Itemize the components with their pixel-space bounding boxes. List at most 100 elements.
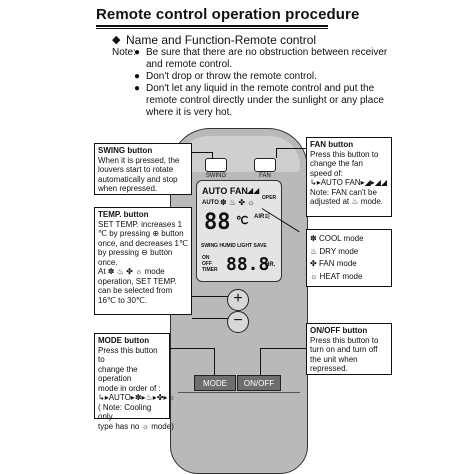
temp-callout-line: button [161,229,184,238]
fan-callout-line: change the fan [310,159,363,168]
temp-up-button[interactable]: + [227,289,249,311]
note-3-line-1: Don't let any liquid in the remote contr… [146,83,375,94]
mode-leader-line [170,348,214,349]
cool-mode-icon: ✽ [310,234,317,243]
mode-callout-title: MODE button [98,336,150,345]
onoff-callout-line: turn on and turn off [310,345,378,354]
note-1-line-1: Be sure that there are no obstruction be… [146,47,388,58]
mode-note-line: type has no [98,421,140,431]
bullet-icon: ● [134,47,141,58]
remote-top-panel [178,136,300,172]
temp-leader-line-up [192,296,228,297]
fan-leader-line [276,148,306,149]
fan-leader-line-v [276,148,277,158]
dry-mode-icon: ♨ [351,197,359,206]
onoff-callout-line: repressed. [310,364,348,373]
fan-speed-icons: ▸◢▸◢◢ [360,178,388,187]
temp-callout-line: once, and decreases 1℃ [98,238,188,248]
lcd-display [196,180,282,282]
lcd-timer-on: ON [202,255,210,261]
onoff-callout-title: ON/OFF button [310,326,368,335]
temp-callout-line: can be selected from [98,286,173,295]
mode-sequence-icons: ▸✽▸♨▸✤▸☼ [130,393,175,402]
mode-note-line: ( Note: Cooling only [98,402,152,422]
lcd-temp-digits: 88 [204,210,231,235]
temp-callout-line: SET TEMP. increases 1 [98,219,183,229]
minus-circle-icon: ⊖ [141,248,148,257]
lcd-auto-fan: AUTO FAN [202,186,248,196]
dry-mode-label: DRY mode [319,246,359,256]
fan-callout: FAN button Press this button to change t… [306,137,392,217]
onoff-button[interactable]: ON/OFF [237,375,281,391]
lcd-oper: OPER [262,195,277,201]
temp-callout-line: operation, SET TEMP. [98,276,177,286]
lcd-air: AIR [254,214,265,220]
temp-callout-line: by pressing [98,248,139,257]
swing-button[interactable] [205,158,227,172]
mode-callout-line: mode in order of : [98,383,161,393]
swing-callout-line: when repressed. [98,184,158,193]
diamond-bullet-icon: ◆ [112,34,121,46]
onoff-callout: ON/OFF button Press this button to turn … [306,323,392,375]
fan-note-line: mode. [360,197,384,206]
heat-mode-label: HEAT mode [319,271,363,281]
note-3-line-2: remote control directly under the sunlig… [146,95,384,106]
arrow-icon: ↳▸ [98,393,109,402]
fan-sequence-auto: AUTO FAN [320,178,361,187]
plus-circle-icon: ⊕ [152,229,160,238]
title-underline-thin [96,28,328,29]
heat-mode-icon: ☼ [141,421,149,431]
onoff-callout-line: the unit when [310,354,358,364]
title-underline [96,25,328,27]
fan-button[interactable] [254,158,276,172]
mode-sequence-auto: AUTO [108,393,131,402]
fan-callout-line: speed of: [310,168,343,178]
temp-callout-title: TEMP. button [98,210,149,219]
swing-callout-line: When it is pressed, the [98,155,180,165]
page-title: Remote control operation procedure [96,6,360,23]
temp-down-button[interactable]: − [227,311,249,333]
bullet-icon: ● [134,83,141,94]
mode-callout: MODE button Press this button to change … [94,333,175,431]
lcd-hr: HR. [265,262,276,268]
fan-note-line: Note: FAN can't be [310,187,377,197]
lcd-timer-digits: 88.8 [226,254,270,275]
dry-mode-icon: ♨ [310,246,318,256]
temp-callout-line: ℃ by pressing [98,229,151,238]
swing-leader-line [192,152,212,153]
remote-cover-seam [178,392,300,393]
arrow-icon: ↳▸ [310,178,321,187]
mode-leader-line-v [214,348,215,375]
fan-mode-icon: ✤ [310,259,317,268]
section-subheading: Name and Function-Remote control [126,33,317,47]
note-1-line-2: and remote control. [146,59,233,70]
lcd-mode-icons: ✽ ♨ ✤ ☼ [220,198,255,207]
lcd-timer-off: OFF [202,261,212,267]
mode-note-line: mode) [151,421,174,431]
cool-mode-label: COOL mode [318,234,364,243]
mode-callout-line: Press this button to [98,345,158,365]
fan-callout-title: FAN button [310,140,354,149]
swing-leader-line-v [212,152,213,159]
mode-callout-line: change the operation [98,364,138,384]
bullet-icon: ● [134,71,141,82]
swing-callout: SWING button When it is pressed, the lou… [94,143,192,195]
temp-callout-line: mode [144,267,165,276]
onoff-callout-line: Press this button to [310,335,379,345]
note-3-line-3: where it is very hot. [146,107,233,118]
lcd-timer-word: TIMER [202,267,218,273]
mode-button[interactable]: MODE [194,375,236,391]
modes-callout: ✽ COOL mode ♨ DRY mode ✤ FAN mode ☼ HEAT… [306,229,392,287]
temp-callout-line: button [150,248,173,257]
lcd-functions: SWING HUMID LIGHT SAVE [201,243,267,249]
temp-callout-line: At [98,267,106,276]
temp-leader-line-down [192,318,228,319]
fan-sequence: ↳▸AUTO FAN▸◢▸◢◢ [310,178,388,188]
fan-mode-label: FAN mode [318,259,357,268]
note-label: Note: [112,47,136,58]
mode-icons: ✽ ♨ ✤ ☼ [107,267,143,276]
lcd-signal-icon: ⚟ [264,212,272,221]
onoff-leader-line [260,348,306,349]
swing-callout-line: louvers start to rotate [98,165,174,174]
swing-button-label: SWING [205,173,227,179]
